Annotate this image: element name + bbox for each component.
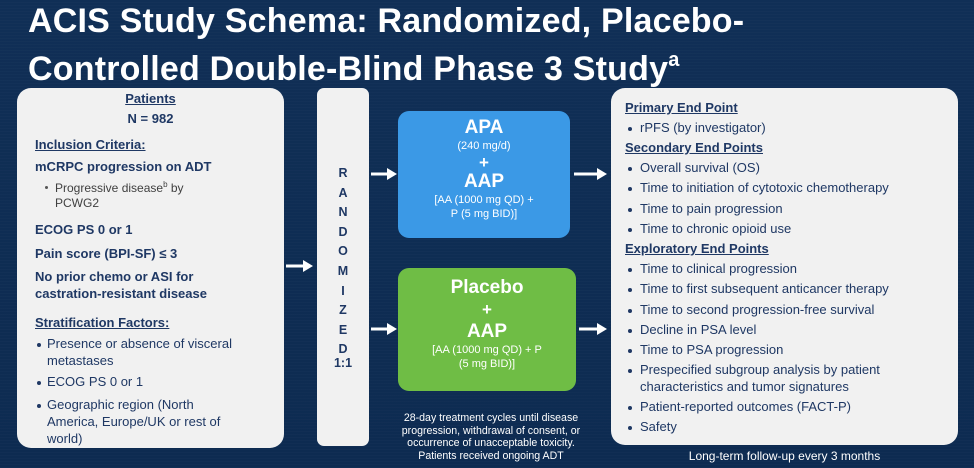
placebo-arm-detail-line-1: [AA (1000 mg QD) + P	[432, 344, 542, 356]
exploratory-endpoint-item-continued: characteristics and tumor signatures	[640, 379, 849, 394]
strat-bullet-dot	[37, 381, 41, 385]
strat-bullet-dot	[37, 343, 41, 347]
exploratory-endpoint-item: Time to PSA progression	[640, 342, 784, 357]
exploratory-endpoints-heading: Exploratory End Points	[625, 241, 769, 256]
randomized-vertical-label: R A N D O M I Z E D	[337, 166, 349, 357]
placebo-arm-plus: +	[482, 300, 492, 319]
stratification-heading: Stratification Factors:	[35, 315, 170, 330]
endpoint-bullet-dot	[628, 187, 632, 191]
sub-bullet-line-2: PCWG2	[55, 196, 100, 210]
criterion-prior-line-2: castration-resistant disease	[35, 286, 207, 301]
exploratory-endpoint-item: Time to second progression-free survival	[640, 302, 875, 317]
endpoint-bullet-dot	[628, 349, 632, 353]
patients-heading: Patients	[125, 91, 176, 106]
primary-endpoint-item: rPFS (by investigator)	[640, 120, 766, 135]
patients-panel: Patients N = 982 Inclusion Criteria: mCR…	[17, 88, 284, 448]
arrow-to-apa-arm	[371, 168, 397, 180]
randomization-bar: R A N D O M I Z E D 1:1	[317, 88, 369, 446]
endpoint-bullet-dot	[628, 127, 632, 131]
endpoint-bullet-dot	[628, 329, 632, 333]
endpoint-bullet-dot	[628, 369, 632, 373]
arrow-to-placebo-arm	[371, 323, 397, 335]
endpoint-bullet-dot	[628, 228, 632, 232]
exploratory-endpoint-item: Prespecified subgroup analysis by patien…	[640, 362, 880, 377]
apa-arm-combo: AAP	[463, 171, 505, 192]
exploratory-endpoint-item: Patient-reported outcomes (FACT-P)	[640, 399, 851, 414]
endpoint-bullet-dot	[628, 268, 632, 272]
strat-bullet-dot	[37, 404, 41, 408]
endpoints-panel: Primary End Point rPFS (by investigator)…	[611, 88, 958, 445]
endpoint-bullet-dot	[628, 309, 632, 313]
secondary-endpoint-item: Time to chronic opioid use	[640, 221, 792, 236]
endpoint-bullet-dot	[628, 288, 632, 292]
endpoint-bullet-dot	[628, 406, 632, 410]
arrow-placebo-to-endpoints	[579, 323, 607, 335]
strat-visceral-line-1: Presence or absence of visceral	[47, 336, 232, 351]
apa-arm-name: APA	[464, 117, 504, 138]
criterion-pain: Pain score (BPI-SF) ≤ 3	[35, 246, 178, 261]
exploratory-endpoint-item: Time to first subsequent anticancer ther…	[640, 281, 889, 296]
placebo-arm-detail-line-2: (5 mg BID)]	[458, 358, 516, 370]
apa-arm-dose: (240 mg/d)	[457, 140, 511, 152]
randomization-ratio: 1:1	[333, 356, 353, 370]
exploratory-endpoint-item: Decline in PSA level	[640, 322, 757, 337]
placebo-arm-box: Placebo + AAP [AA (1000 mg QD) + P (5 mg…	[398, 268, 576, 391]
apa-arm-plus: +	[479, 153, 489, 172]
placebo-arm-name: Placebo	[450, 277, 524, 298]
placebo-arm-combo: AAP	[466, 321, 508, 342]
endpoint-bullet-dot	[628, 167, 632, 171]
follow-up-note: Long-term follow-up every 3 months	[688, 449, 881, 463]
inclusion-heading: Inclusion Criteria:	[35, 137, 146, 152]
title-superscript: a	[668, 49, 680, 71]
sub-bullet-dot	[45, 186, 48, 189]
criterion-prior-line-1: No prior chemo or ASI for	[35, 269, 194, 284]
secondary-endpoint-item: Overall survival (OS)	[640, 160, 760, 175]
treatment-cycle-note: 28-day treatment cycles until disease pr…	[401, 412, 581, 462]
title-line-1: ACIS Study Schema: Randomized, Placebo-	[28, 2, 745, 40]
strat-ecog: ECOG PS 0 or 1	[47, 374, 144, 389]
sub-bullet-superscript: b	[163, 180, 168, 189]
secondary-endpoint-item: Time to initiation of cytotoxic chemothe…	[640, 180, 889, 195]
strat-region-line-3: world)	[47, 431, 83, 446]
secondary-endpoint-item: Time to pain progression	[640, 201, 783, 216]
exploratory-endpoint-item: Time to clinical progression	[640, 261, 798, 276]
apa-arm-detail-line-2: P (5 mg BID)]	[450, 208, 518, 220]
endpoint-bullet-dot	[628, 426, 632, 430]
primary-endpoint-heading: Primary End Point	[625, 100, 738, 115]
criterion-ecog: ECOG PS 0 or 1	[35, 222, 133, 237]
arrow-to-randomization	[286, 260, 313, 272]
sub-bullet-line-1: Progressive diseaseb by	[55, 180, 184, 195]
title-line-2: Controlled Double-Blind Phase 3 Studya	[28, 49, 680, 88]
arrow-apa-to-endpoints	[574, 168, 607, 180]
endpoint-bullet-dot	[628, 208, 632, 212]
strat-visceral-line-2: metastases	[47, 353, 114, 368]
criterion-mcrpc: mCRPC progression on ADT	[35, 159, 212, 174]
exploratory-endpoint-item: Safety	[640, 419, 677, 434]
strat-region-line-1: Geographic region (North	[47, 397, 194, 412]
apa-arm-detail-line-1: [AA (1000 mg QD) +	[434, 194, 534, 206]
apa-arm-box: APA (240 mg/d) + AAP [AA (1000 mg QD) + …	[398, 111, 570, 238]
strat-region-line-2: America, Europe/UK or rest of	[47, 414, 221, 429]
patients-count: N = 982	[127, 111, 174, 126]
slide-title: ACIS Study Schema: Randomized, Placebo- …	[28, 2, 948, 89]
secondary-endpoints-heading: Secondary End Points	[625, 140, 763, 155]
